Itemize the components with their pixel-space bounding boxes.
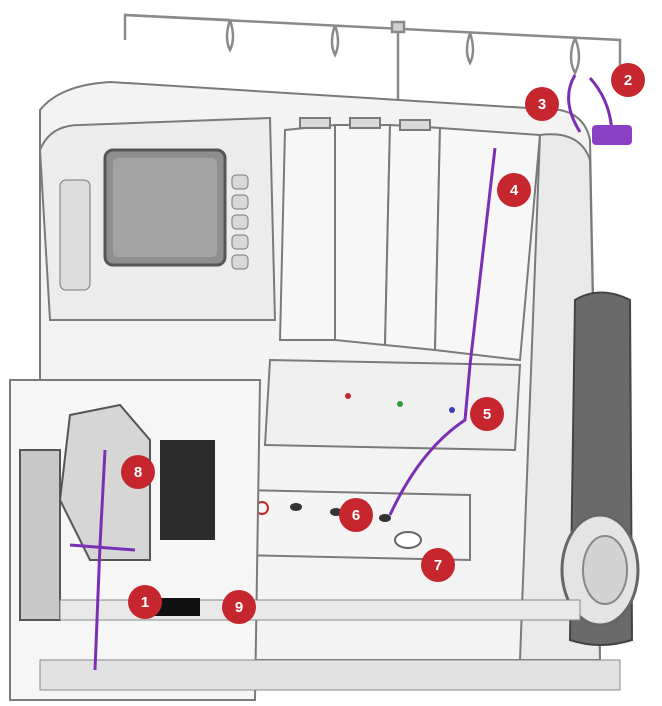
panel-button bbox=[231, 234, 249, 250]
callout-8-label: 8 bbox=[134, 464, 142, 481]
thread-spool-holder bbox=[592, 125, 632, 145]
panel-button bbox=[231, 194, 249, 210]
callout-5: 5 bbox=[470, 397, 504, 431]
callout-9-label: 9 bbox=[235, 599, 243, 616]
tension-covers bbox=[278, 117, 542, 362]
callout-1: 1 bbox=[128, 585, 162, 619]
callout-5-label: 5 bbox=[483, 406, 491, 423]
callout-3: 3 bbox=[525, 87, 559, 121]
side-panel bbox=[518, 133, 640, 661]
callout-7: 7 bbox=[421, 548, 455, 582]
control-panel bbox=[38, 116, 277, 321]
callout-2-label: 2 bbox=[624, 72, 632, 89]
callout-4: 4 bbox=[497, 173, 531, 207]
callout-1-label: 1 bbox=[141, 594, 149, 611]
callout-7-label: 7 bbox=[434, 557, 442, 574]
panel-button bbox=[231, 174, 249, 190]
callout-6: 6 bbox=[339, 498, 373, 532]
looper-area bbox=[9, 379, 621, 701]
callout-3-label: 3 bbox=[538, 96, 546, 113]
panel-button bbox=[231, 214, 249, 230]
thread-guide-antenna bbox=[123, 13, 622, 115]
thread-path bbox=[69, 74, 614, 671]
callout-6-label: 6 bbox=[352, 507, 360, 524]
callout-2: 2 bbox=[611, 63, 645, 97]
callout-8: 8 bbox=[121, 455, 155, 489]
panel-button bbox=[231, 254, 249, 270]
callout-4-label: 4 bbox=[510, 182, 519, 199]
callout-9: 9 bbox=[222, 590, 256, 624]
